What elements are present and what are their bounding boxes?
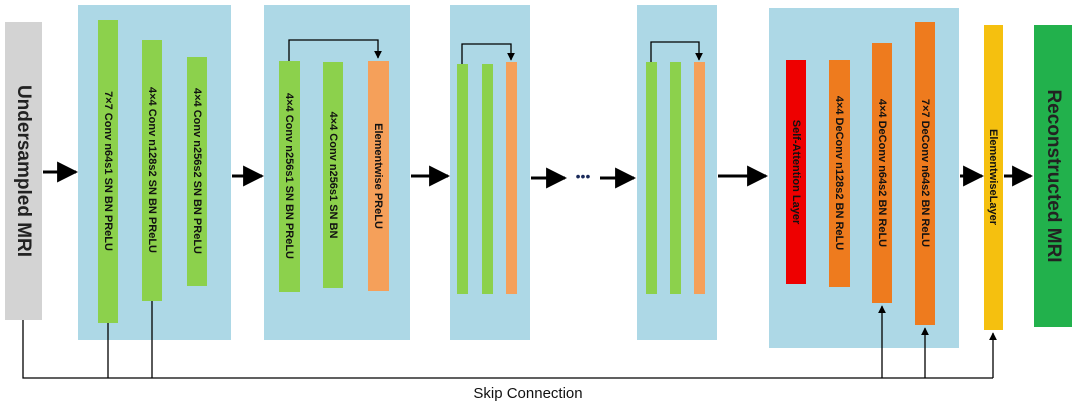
output-box bbox=[1034, 25, 1072, 327]
encoder-conv-2 bbox=[142, 40, 162, 301]
shortcut-loop-n bbox=[650, 41, 703, 62]
residual-prelu-label: Elementwise PReLU bbox=[372, 123, 384, 229]
residual-2-conv-1 bbox=[457, 64, 468, 294]
encoder-conv-3 bbox=[187, 57, 207, 286]
residual-2-prelu bbox=[506, 62, 517, 294]
residual-conv-1-label: 4×4 Conv n256s1 SN BN PReLU bbox=[283, 93, 295, 259]
residual-n-conv-1 bbox=[646, 62, 657, 294]
output-label: Reconstructed MRI bbox=[1043, 89, 1064, 262]
encoder-conv-1 bbox=[98, 20, 118, 323]
residual-shortcuts bbox=[288, 39, 703, 64]
deconv-2 bbox=[872, 43, 892, 303]
residual-conv-1 bbox=[279, 61, 300, 292]
shortcut-loop-2 bbox=[461, 43, 515, 64]
deconv-3-label: 7×7 DeConv n64s2 BN ReLU bbox=[919, 99, 931, 247]
residual-conv-2-label: 4×4 Conv n256s1 SN BN bbox=[327, 112, 339, 239]
residual-conv-2 bbox=[323, 62, 343, 288]
deconv-1-label: 4×4 DeConv n128s2 BN ReLU bbox=[833, 96, 845, 250]
elementwise-layer-label: ElementwiseLayer bbox=[987, 129, 999, 226]
self-attention-layer bbox=[786, 60, 806, 284]
residual-2-conv-2 bbox=[482, 64, 493, 294]
input-box bbox=[5, 22, 42, 320]
skip-connection-label: Skip Connection bbox=[473, 385, 582, 402]
residual-n-conv-2 bbox=[670, 62, 681, 294]
skip-line-main bbox=[22, 320, 993, 379]
ellipsis: ••• bbox=[576, 168, 591, 184]
elementwise-layer bbox=[984, 25, 1003, 330]
residual-n-prelu bbox=[694, 62, 705, 294]
encoder-conv-1-label: 7×7 Conv n64s1 SN BN PReLU bbox=[102, 91, 114, 251]
residual-prelu bbox=[368, 61, 389, 291]
encoder-conv-3-label: 4×4 Conv n256s2 SN BN PReLU bbox=[191, 88, 203, 254]
deconv-3 bbox=[915, 22, 935, 325]
flow-arrows bbox=[43, 161, 1034, 189]
shortcut-loop-1 bbox=[288, 39, 382, 61]
deconv-1 bbox=[829, 60, 850, 287]
input-label: Undersampled MRI bbox=[13, 85, 34, 257]
encoder-conv-2-label: 4×4 Conv n128s2 SN BN PReLU bbox=[146, 87, 158, 253]
self-attention-label: Self-Attention Layer bbox=[790, 120, 802, 225]
deconv-2-label: 4×4 DeConv n64s2 BN ReLU bbox=[876, 99, 888, 247]
skip-connections bbox=[22, 301, 997, 379]
